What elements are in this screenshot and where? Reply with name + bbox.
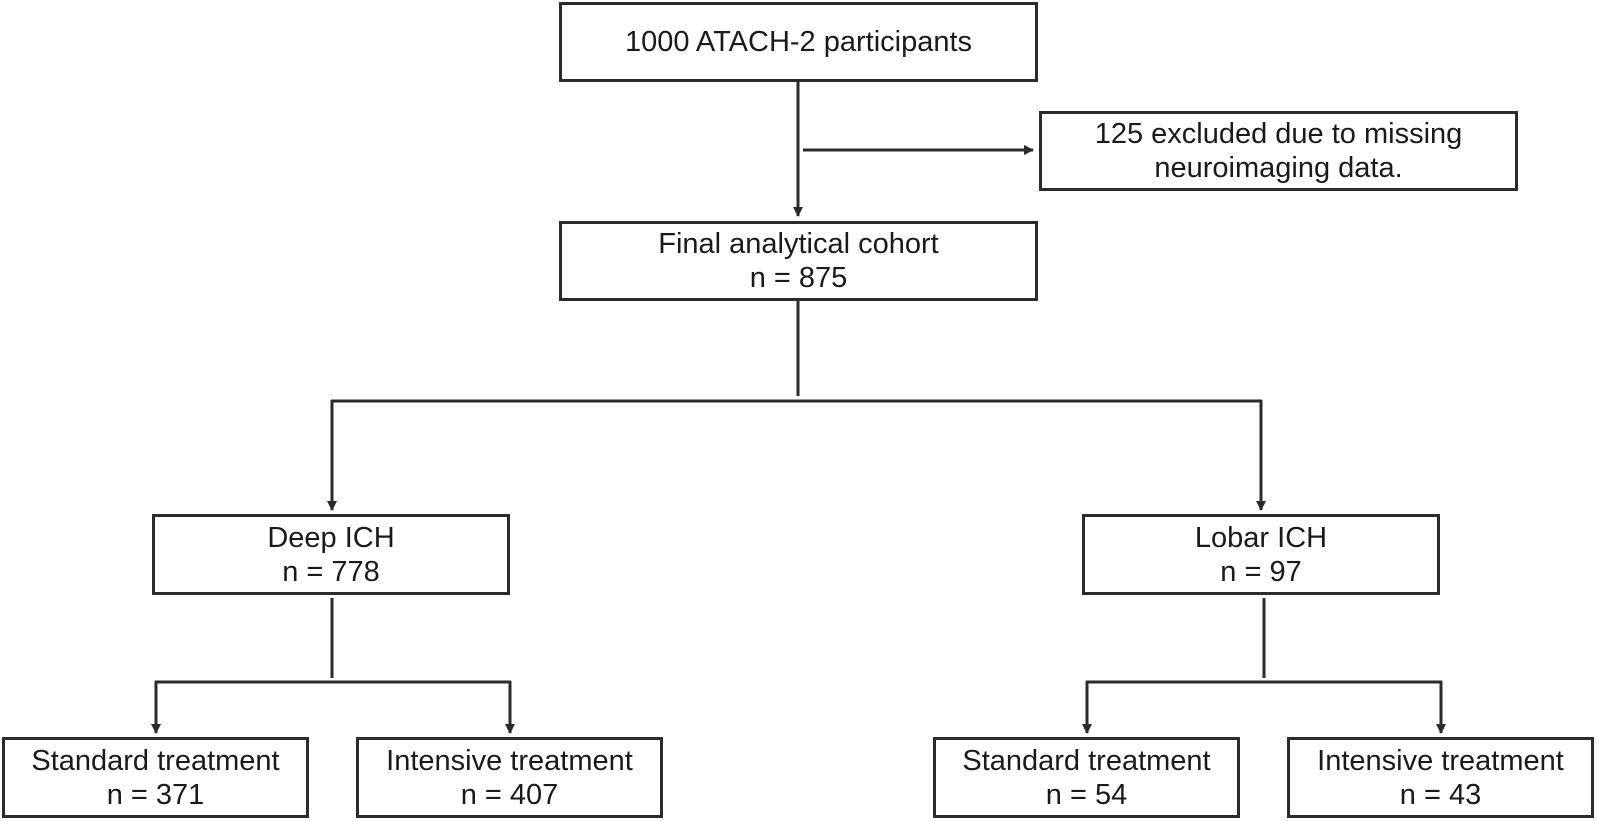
deep-intensive-box: Intensive treatment n = 407	[356, 737, 663, 818]
lobar-standard-title: Standard treatment	[962, 744, 1211, 777]
deep-standard-title: Standard treatment	[31, 744, 280, 777]
deep-ich-count: n = 778	[282, 555, 380, 588]
deep-intensive-count: n = 407	[460, 778, 559, 811]
lobar-ich-box: Lobar ICH n = 97	[1082, 514, 1440, 595]
excluded-label-line-1: 125 excluded due to missing	[1094, 118, 1463, 150]
excluded-box: 125 excluded due to missing neuroimaging…	[1039, 111, 1518, 191]
lobar-intensive-count: n = 43	[1399, 778, 1482, 811]
deep-standard-box: Standard treatment n = 371	[2, 737, 309, 818]
lobar-intensive-title: Intensive treatment	[1317, 744, 1564, 777]
lobar-standard-count: n = 54	[1045, 778, 1128, 811]
lobar-ich-count: n = 97	[1220, 555, 1302, 588]
cohort-title: Final analytical cohort	[658, 228, 939, 260]
excluded-label-line-2: neuroimaging data.	[1154, 152, 1403, 184]
lobar-ich-title: Lobar ICH	[1194, 521, 1328, 554]
deep-standard-count: n = 371	[106, 778, 205, 811]
cohort-count: n = 875	[749, 262, 848, 294]
participants-label: 1000 ATACH-2 participants	[624, 26, 973, 58]
deep-intensive-title: Intensive treatment	[386, 744, 633, 777]
deep-ich-title: Deep ICH	[267, 521, 395, 554]
cohort-box: Final analytical cohort n = 875	[559, 221, 1038, 301]
lobar-standard-box: Standard treatment n = 54	[933, 737, 1240, 818]
deep-ich-box: Deep ICH n = 778	[152, 514, 510, 595]
lobar-intensive-box: Intensive treatment n = 43	[1287, 737, 1594, 818]
participants-box: 1000 ATACH-2 participants	[559, 2, 1038, 82]
